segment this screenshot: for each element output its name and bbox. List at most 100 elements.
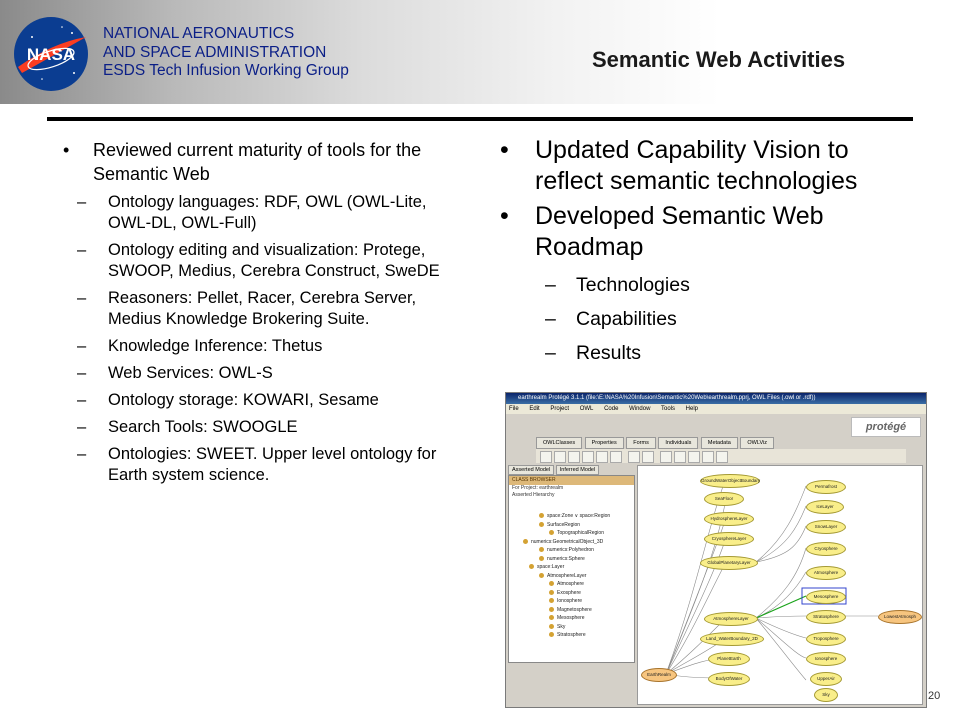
nasa-logo-text: NASA (27, 45, 75, 64)
slide-title: Semantic Web Activities (592, 47, 846, 72)
graph-node: Mesosphere (806, 590, 846, 604)
sub-item-text: Capabilities (576, 308, 677, 330)
class-tree: space:Zone ∨ space:Region SurfaceRegion … (515, 512, 627, 640)
tree-item: Atmosphere (515, 580, 627, 589)
tree-item: numerics:GeometricalObject_3D (515, 538, 627, 547)
tree-item: SurfaceRegion (515, 521, 627, 530)
sub-item-text: Technologies (576, 274, 690, 296)
graph-node: Ionosphere (806, 652, 846, 666)
tool-icon (688, 451, 700, 463)
graph-node: SeaFloor (704, 492, 744, 506)
class-icon (539, 521, 544, 527)
class-icon (539, 555, 544, 561)
graph-node: Land_WaterBoundary_2D (700, 632, 764, 646)
model-tabs: Asserted Model Inferred Model (508, 465, 600, 475)
menu-project: Project (550, 406, 570, 412)
menu-window: Window (629, 406, 651, 412)
page-number: 20 (928, 690, 941, 702)
tree-item: Magnetosphere (515, 606, 627, 615)
graph-node: CryosphereLayer (704, 532, 754, 546)
right-sub-item: –Results (545, 342, 642, 364)
tree-item: Mesosphere (515, 614, 627, 623)
menu-help: Help (685, 406, 699, 412)
tool-icon (540, 451, 552, 463)
left-bullet-text: Reviewed current maturity of tools for t… (93, 140, 422, 184)
tool-icon (582, 451, 594, 463)
graph-node: GroundWaterObjectBoundary (700, 474, 760, 488)
tree-item: space:Zone ∨ space:Region (515, 512, 627, 521)
tree-item: TopographicalRegion (515, 529, 627, 538)
tree-item: AtmosphereLayer (515, 572, 627, 581)
graph-node: GlobalPlanetaryLayer (700, 556, 758, 570)
class-browser-header: CLASS BROWSER (509, 476, 634, 485)
left-sub-item: –Reasoners: Pellet, Racer, Cerebra Serve… (77, 289, 417, 328)
graph-node: Atmosphere (806, 566, 846, 580)
left-sub-item: –Ontologies: SWEET. Upper level ontology… (77, 445, 437, 484)
bullet-dot: • (63, 140, 70, 160)
right-bullet: •Updated Capability Vision to reflect se… (500, 136, 858, 195)
protege-brand: protégé (851, 417, 921, 437)
menu-tools: Tools (660, 406, 675, 412)
class-icon (549, 632, 554, 638)
right-sub-item: –Technologies (545, 274, 690, 296)
tab-individuals: Individuals (658, 437, 699, 449)
graph-node: BodyOfWater (708, 672, 750, 686)
tool-icon (716, 451, 728, 463)
sub-item-text: Reasoners: Pellet, Racer, Cerebra Server… (108, 289, 417, 328)
protege-screenshot: earthrealm Protégé 3.1.1 (file:\E:\NASA%… (505, 392, 927, 708)
tree-item: space:Layer (515, 563, 627, 572)
graph-node: HydrosphereLayer (704, 512, 754, 526)
sub-item-text: Ontology storage: KOWARI, Sesame (108, 391, 379, 409)
menu-file: File (509, 406, 519, 412)
left-sub-item: –Ontology editing and visualization: Pro… (77, 241, 440, 280)
left-sub-item: –Ontology languages: RDF, OWL (OWL-Lite,… (77, 193, 427, 232)
graph-node: LowestAtmosph (878, 610, 922, 624)
graph-node: AtmosphereLayer (704, 612, 758, 626)
tab-owlclasses: OWLClasses (536, 437, 583, 449)
tool-icon (610, 451, 622, 463)
toolbar (536, 449, 906, 463)
tree-item: Exosphere (515, 589, 627, 598)
menu-bar: File Edit Project OWL Code Window Tools … (506, 404, 926, 414)
class-icon (549, 615, 554, 621)
tool-icon (660, 451, 672, 463)
tool-icon (702, 451, 714, 463)
tree-item: Ionosphere (515, 597, 627, 606)
graph-node: Permafrost (806, 480, 846, 494)
graph-node: IceLayer (806, 500, 844, 514)
menu-edit: Edit (529, 406, 540, 412)
left-sub-item: –Search Tools: SWOOGLE (77, 418, 298, 436)
tree-item: Sky (515, 623, 627, 632)
tree-item: Stratosphere (515, 631, 627, 640)
sub-item-text: Ontology editing and visualization: Prot… (108, 241, 440, 280)
graph-node: Cryosphere (806, 542, 846, 556)
class-icon (549, 589, 554, 595)
window-title: earthrealm Protégé 3.1.1 (file:\E:\NASA%… (506, 393, 926, 404)
org-line-2: AND SPACE ADMINISTRATION (103, 43, 327, 61)
class-icon (549, 598, 554, 604)
class-icon (523, 538, 528, 544)
graph-node: Sky (814, 688, 838, 702)
class-icon (549, 606, 554, 612)
sub-item-text: Ontology languages: RDF, OWL (OWL-Lite, … (108, 193, 427, 232)
graph-node: UpperAir (810, 672, 842, 686)
graph-node: Stratosphere (806, 610, 846, 624)
menu-code: Code (604, 406, 619, 412)
class-icon (549, 530, 554, 536)
left-sub-item: –Ontology storage: KOWARI, Sesame (77, 391, 379, 409)
org-line-3: ESDS Tech Infusion Working Group (103, 62, 349, 79)
graph-node: PlanetEarth (708, 652, 750, 666)
class-icon (529, 564, 534, 570)
class-browser-panel: CLASS BROWSER For Project: earthrealm As… (508, 475, 635, 663)
owlviz-graph: GroundWaterObjectBoundary SeaFloor Hydro… (637, 465, 923, 705)
menu-owl: OWL (579, 406, 594, 412)
tab-forms: Forms (626, 437, 656, 449)
graph-node: Troposphere (806, 632, 846, 646)
tool-icon (628, 451, 640, 463)
org-line-1: NATIONAL AERONAUTICS (103, 25, 295, 42)
tool-icon (642, 451, 654, 463)
header-band (0, 0, 960, 104)
tab-inferred-model: Inferred Model (555, 465, 600, 475)
class-icon (539, 513, 544, 519)
sub-item-text: Results (576, 342, 642, 364)
